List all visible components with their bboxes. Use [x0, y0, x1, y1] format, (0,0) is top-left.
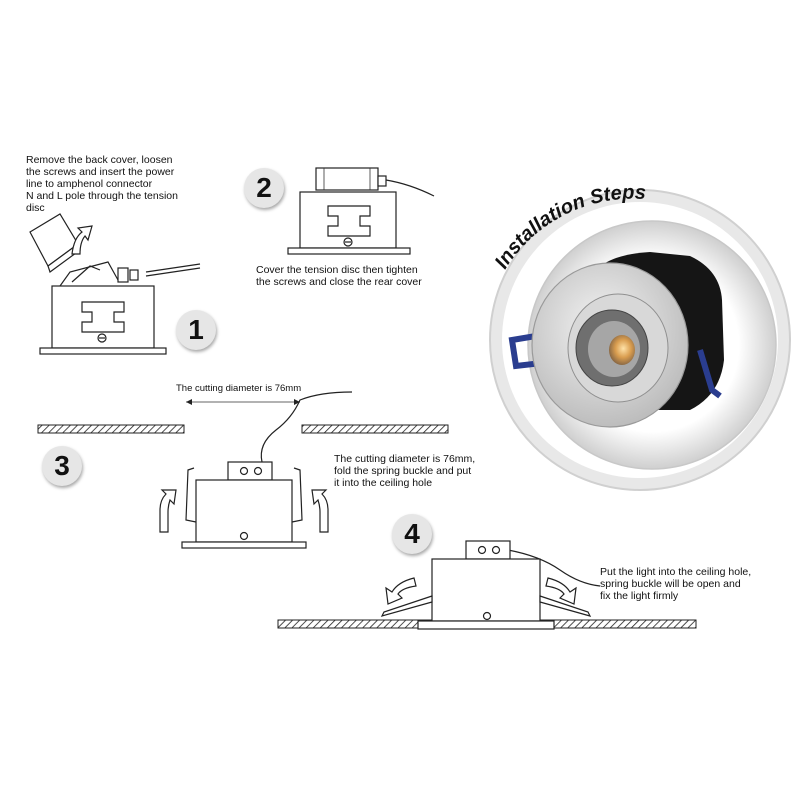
step1-drawing: [29, 213, 201, 355]
connector-box: [315, 167, 379, 191]
cob-led: [609, 335, 635, 365]
arrow-up-left-icon: [159, 489, 177, 533]
step4-instructions: Put the light into the ceiling hole, spr…: [600, 566, 752, 602]
step3-instructions: The cutting diameter is 76mm, fold the s…: [334, 453, 476, 489]
ceiling-right: [301, 424, 449, 434]
step2-instructions: Cover the tension disc then tighten the …: [256, 264, 422, 288]
arrow-up-icon: [71, 225, 93, 255]
step3-drawing: [37, 391, 449, 549]
product-photo: [489, 189, 791, 491]
clip-right: [697, 349, 722, 399]
step-number-2: 2: [244, 168, 284, 208]
step3-dimension-label: The cutting diameter is 76mm: [176, 383, 302, 394]
back-cover-part: [29, 213, 79, 267]
arrow-up-right-icon: [311, 489, 329, 533]
step4-drawing: [277, 540, 697, 630]
step2-drawing: [287, 167, 435, 255]
step-number-1: 1: [176, 310, 216, 350]
step-number-3: 3: [42, 446, 82, 486]
arrow-down-left-icon: [385, 577, 417, 605]
step1-instructions: Remove the back cover, loosen the screws…: [26, 154, 178, 214]
step-number-4: 4: [392, 514, 432, 554]
ceiling-left: [37, 424, 185, 434]
arrow-down-right-icon: [545, 577, 577, 605]
